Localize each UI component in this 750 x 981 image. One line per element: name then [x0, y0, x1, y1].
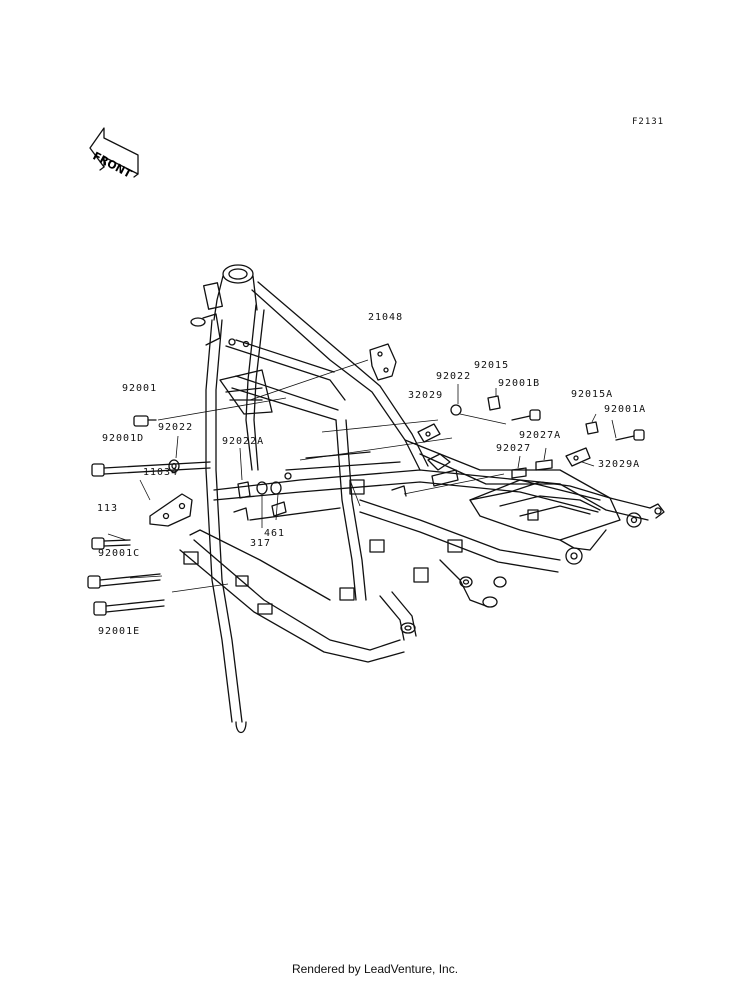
part-label-92001d: 92001D	[102, 433, 145, 444]
part-label-92001a: 92001A	[604, 404, 647, 415]
part-label-92001c: 92001C	[98, 548, 141, 559]
part-label-92015a: 92015A	[571, 389, 614, 400]
part-label-317: 317	[250, 538, 272, 549]
part-label-21048: 21048	[368, 312, 404, 323]
footer-credit: Rendered by LeadVenture, Inc.	[291, 962, 459, 976]
part-label-92022-left: 92022	[158, 422, 194, 433]
part-label-461: 461	[264, 528, 286, 539]
part-label-11034: 11034	[143, 467, 179, 478]
part-label-92001b: 92001B	[498, 378, 541, 389]
part-label-92001: 92001	[122, 383, 158, 394]
figure-code: F2131	[632, 117, 665, 127]
part-label-32029: 32029	[408, 390, 444, 401]
part-label-92001e: 92001E	[98, 626, 141, 637]
part-label-92022a: 92022A	[222, 436, 265, 447]
part-label-92015: 92015	[474, 360, 510, 371]
part-label-92027a: 92027A	[519, 430, 562, 441]
part-label-92027: 92027	[496, 443, 532, 454]
part-label-113: 113	[97, 503, 119, 514]
part-label-92022: 92022	[436, 371, 472, 382]
front-arrow-icon	[89, 127, 139, 178]
part-label-32029a: 32029A	[598, 459, 641, 470]
